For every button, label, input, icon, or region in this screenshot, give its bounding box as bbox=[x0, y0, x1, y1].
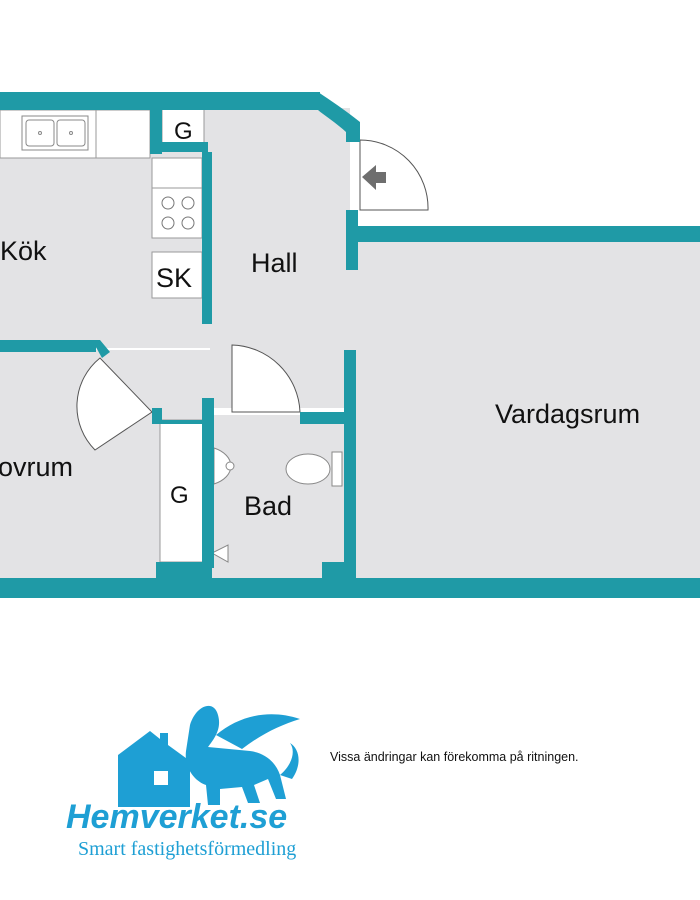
bedroom-door-swing bbox=[76, 357, 153, 451]
house-icon bbox=[118, 731, 190, 807]
toilet-icon bbox=[285, 451, 343, 487]
floor-drain-icon bbox=[210, 544, 229, 563]
kitchen-cabinet-strip bbox=[151, 157, 203, 189]
room-label-living-room: Vardagsrum bbox=[495, 399, 640, 429]
washbasin-icon bbox=[213, 447, 235, 485]
room-label-bathroom: Bad bbox=[244, 491, 292, 521]
bath-door-swing bbox=[231, 344, 301, 413]
cabinet-label-sk: SK bbox=[156, 263, 192, 293]
brand-tagline: Smart fastighetsförmedling bbox=[78, 838, 297, 860]
sink-icon bbox=[21, 115, 89, 151]
stove-icon bbox=[151, 187, 203, 239]
entry-door-swing bbox=[359, 139, 429, 211]
cabinet-sk bbox=[151, 251, 203, 299]
living-room-floor bbox=[350, 240, 700, 580]
brand-name: Hemverket.se bbox=[66, 798, 288, 836]
walls bbox=[0, 92, 700, 598]
lion-logo-icon bbox=[118, 705, 300, 807]
room-label-hall: Hall bbox=[251, 248, 298, 278]
door-swings bbox=[76, 139, 429, 451]
room-label-kitchen: Kök bbox=[0, 236, 47, 266]
wardrobe-label-top: G bbox=[174, 118, 193, 145]
disclaimer-text: Vissa ändringar kan förekomma på ritning… bbox=[330, 750, 579, 764]
entry-arrow-icon bbox=[362, 165, 386, 190]
floor-plan: Kök Hall Vardagsrum ovrum Bad G G SK bbox=[0, 92, 700, 598]
bathroom-floor bbox=[210, 415, 350, 580]
wardrobe-label-bottom: G bbox=[170, 482, 189, 509]
wardrobe-top bbox=[161, 107, 205, 147]
room-label-bedroom: ovrum bbox=[0, 452, 73, 482]
